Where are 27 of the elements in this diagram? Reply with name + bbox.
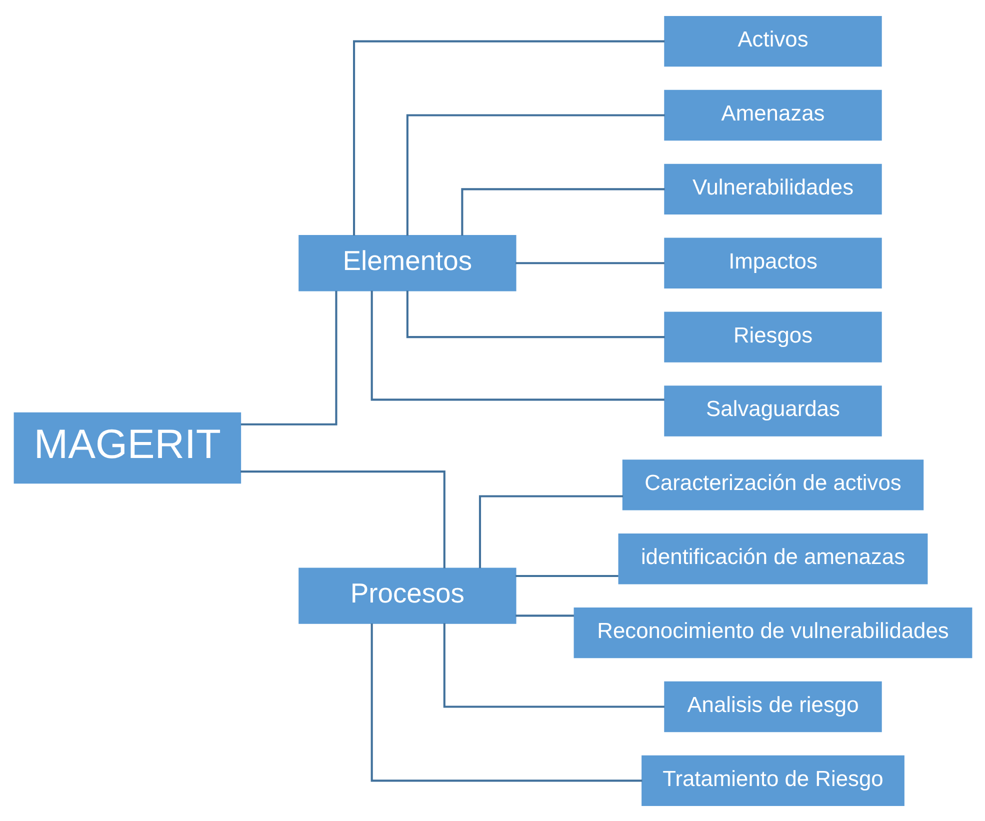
connector (240, 290, 337, 425)
connector (442, 622, 664, 708)
connector (406, 114, 664, 236)
node-box: Elementos (298, 234, 516, 291)
node-box: Procesos (298, 567, 516, 624)
node-box: Caracterización de activos (622, 459, 924, 510)
connector (460, 188, 664, 236)
node-box: Tratamiento de Riesgo (641, 754, 904, 806)
connector (406, 290, 664, 338)
node-box: Impactos (664, 237, 882, 288)
node-box: Analisis de riesgo (664, 680, 882, 732)
connector (240, 470, 445, 568)
node-box: Salvaguardas (664, 385, 882, 436)
node-box: Vulnerabilidades (664, 163, 882, 214)
node-box: MAGERIT (13, 412, 241, 484)
node-box: identificación de amenazas (618, 533, 928, 584)
connector (515, 262, 664, 264)
node-box: Riesgos (664, 311, 882, 362)
node-box: Activos (664, 16, 882, 66)
connector (478, 494, 623, 568)
node-box: Amenazas (664, 89, 882, 140)
connector (515, 574, 618, 577)
connector (515, 614, 574, 616)
connector (370, 623, 642, 782)
node-box: Reconocimiento de vulnerabilidades (573, 606, 972, 658)
connector (370, 290, 664, 400)
connector (352, 40, 664, 235)
